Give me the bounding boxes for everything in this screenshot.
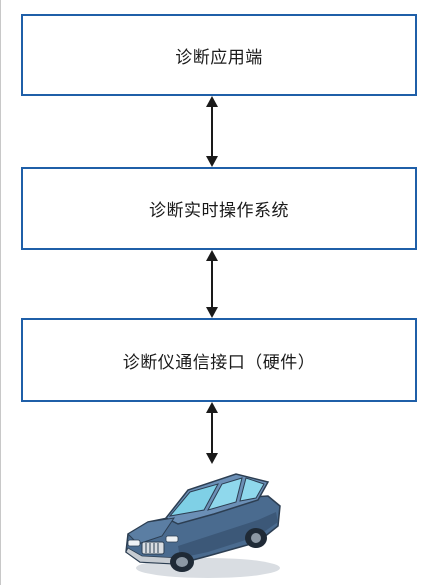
diagnostic-application-layer-label: 诊断应用端: [175, 47, 263, 68]
diagnostic-rtos-layer-box: 诊断实时操作系统: [21, 167, 417, 250]
rtos-interface-double-arrow: [206, 250, 218, 318]
car-icon: [125, 473, 281, 578]
diagnostic-interface-hardware-box: 诊断仪通信接口（硬件）: [21, 318, 417, 402]
app-rtos-double-arrow: [206, 96, 218, 167]
diagnostic-interface-hardware-label: 诊断仪通信接口（硬件）: [122, 352, 316, 373]
diagnostic-rtos-layer-label: 诊断实时操作系统: [149, 201, 289, 221]
left-border-line: [0, 0, 1, 585]
diagnostic-application-layer-box: 诊断应用端: [21, 14, 417, 96]
interface-vehicle-double-arrow: [206, 402, 218, 464]
